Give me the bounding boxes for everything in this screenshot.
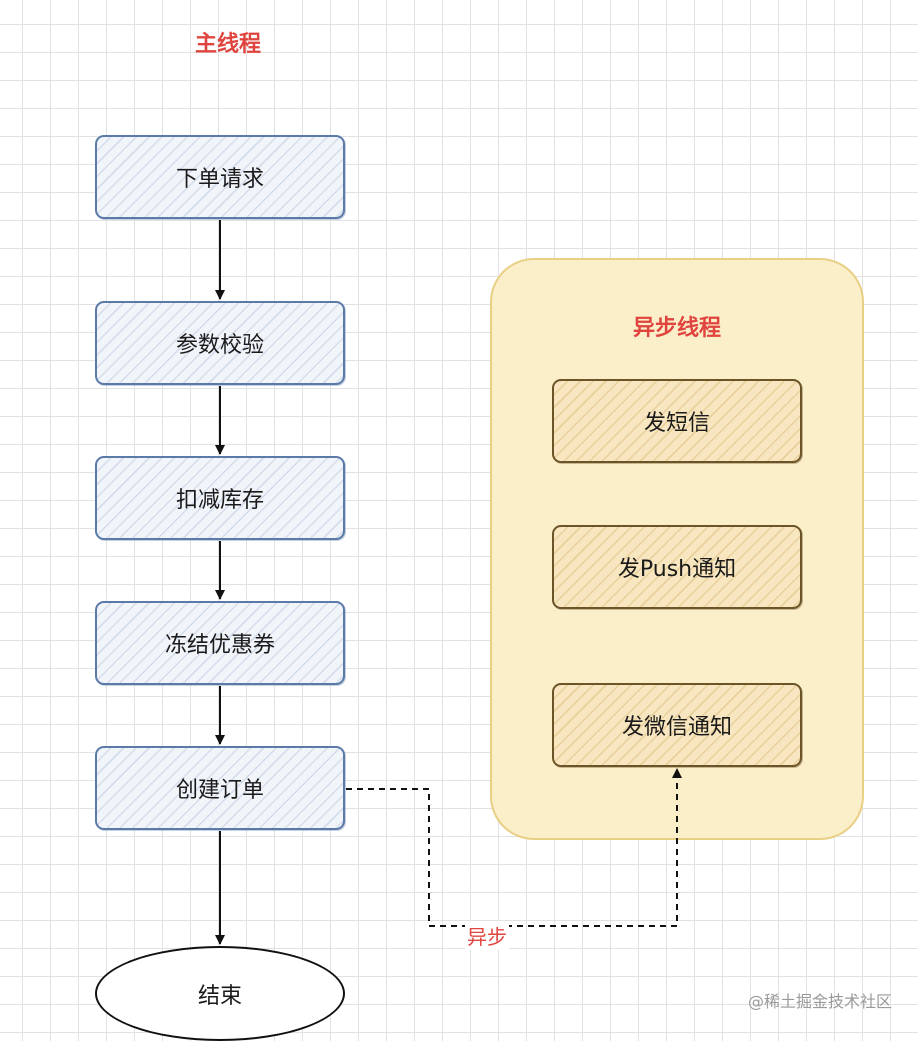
main-thread-title: 主线程 <box>194 32 262 57</box>
task-send-wechat: 发微信通知 <box>552 683 802 767</box>
step-create-order: 创建订单 <box>95 746 345 830</box>
step-validate-params: 参数校验 <box>95 301 345 385</box>
async-edge-label: 异步 <box>465 921 509 950</box>
step-deduct-inventory: 扣减库存 <box>95 456 345 540</box>
step-place-order-request: 下单请求 <box>95 135 345 219</box>
step-freeze-coupon: 冻结优惠券 <box>95 601 345 685</box>
task-send-sms: 发短信 <box>552 379 802 463</box>
task-send-push: 发Push通知 <box>552 525 802 609</box>
async-thread-title: 异步线程 <box>632 316 722 341</box>
edge-async-dashed <box>346 768 682 927</box>
end-node: 结束 <box>95 946 345 1041</box>
watermark: @稀土掘金技术社区 <box>747 992 892 1011</box>
